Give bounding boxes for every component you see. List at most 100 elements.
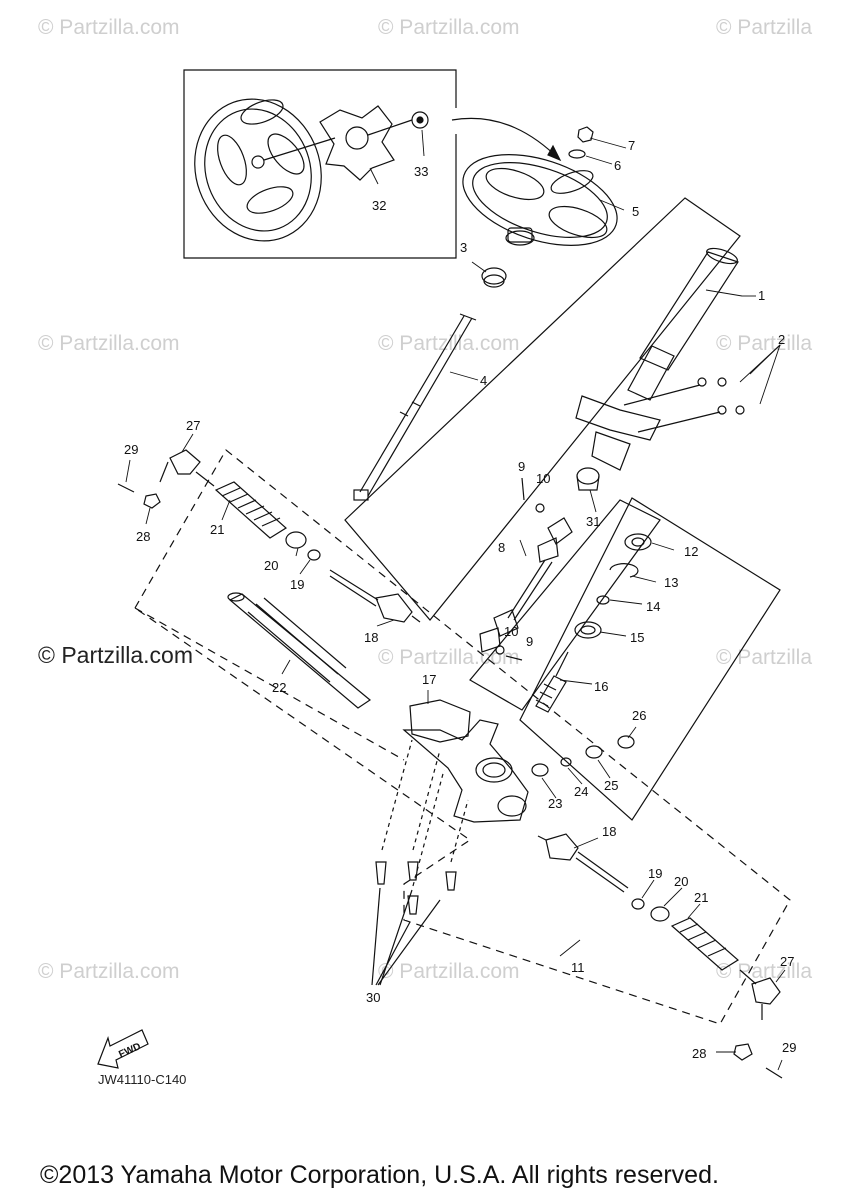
- callout-28-b: 28: [692, 1046, 706, 1061]
- nut-10-bottom: [495, 645, 505, 655]
- bracket-2: [575, 377, 745, 471]
- bolts-30: [371, 739, 469, 986]
- inset-box: [183, 69, 562, 259]
- copyright-notice: ©2013 Yamaha Motor Corporation, U.S.A. A…: [40, 1161, 719, 1189]
- washer-20-bottom: [650, 906, 670, 922]
- callout-23: 23: [548, 796, 562, 811]
- callout-20-b: 20: [674, 874, 688, 889]
- callout-25: 25: [604, 778, 618, 793]
- watermark: © Partzilla.com: [378, 332, 520, 355]
- callout-27-b: 27: [780, 954, 794, 969]
- callout-24: 24: [574, 784, 588, 799]
- callout-21: 21: [210, 522, 224, 537]
- ring-14: [596, 595, 610, 605]
- nut-10-top: [535, 503, 545, 513]
- oil-seal-12: [624, 533, 652, 551]
- callout-31: 31: [586, 514, 600, 529]
- callout-22: 22: [272, 680, 286, 695]
- callout-19-b: 19: [648, 866, 662, 881]
- callouts: 1 2 3 4 5 6 7 8 9 10 11 12 13 14 15 16 1…: [124, 138, 796, 1061]
- nut-28-top: [143, 493, 161, 509]
- watermark: © Partzilla.com: [378, 960, 520, 983]
- callout-29-b: 29: [782, 1040, 796, 1055]
- rack-22: [227, 592, 372, 709]
- callout-1: 1: [758, 288, 765, 303]
- emblem-33: [411, 111, 429, 129]
- callout-30: 30: [366, 990, 380, 1005]
- bolt-9-top: [521, 477, 525, 501]
- bearing-15: [574, 621, 602, 639]
- callout-27: 27: [186, 418, 200, 433]
- column-frame: [344, 197, 741, 621]
- washer-20-top: [285, 531, 307, 549]
- rack-housing-17: [402, 699, 529, 823]
- watermark: © Partzilla: [716, 16, 812, 39]
- callout-19: 19: [290, 577, 304, 592]
- callout-33: 33: [414, 164, 428, 179]
- bushing-31: [576, 467, 600, 491]
- adjuster-25: [585, 745, 603, 759]
- callout-2: 2: [778, 332, 785, 347]
- pin-29-bottom: [765, 1067, 783, 1079]
- bolt-9-bottom: [505, 655, 523, 661]
- watermark: © Partzilla: [716, 332, 812, 355]
- callout-29: 29: [124, 442, 138, 457]
- callout-4: 4: [480, 373, 487, 388]
- callout-11: 11: [571, 960, 585, 975]
- fwd-arrow-icon: [97, 1029, 149, 1069]
- tie-rod-18-bottom: [537, 833, 629, 893]
- watermark: © Partzilla.com: [38, 960, 180, 983]
- bushing-3: [481, 267, 507, 288]
- spring-24: [560, 757, 572, 767]
- column-tube-1: [627, 247, 739, 401]
- center-cover-32: [319, 105, 413, 181]
- washer-6: [568, 149, 586, 159]
- watermark: © Partzilla.com: [38, 332, 180, 355]
- nut-7: [577, 126, 594, 143]
- steering-shaft-4: [353, 313, 477, 501]
- callout-8: 8: [498, 540, 505, 555]
- spacer-23: [531, 763, 549, 777]
- callout-3: 3: [460, 240, 467, 255]
- callout-32: 32: [372, 198, 386, 213]
- watermark: © Partzilla.com: [378, 16, 520, 39]
- callout-6: 6: [614, 158, 621, 173]
- nut-28-bottom: [733, 1043, 753, 1061]
- callout-9-b: 9: [526, 634, 533, 649]
- pinion-16: [535, 651, 569, 713]
- callout-10-b: 10: [504, 624, 518, 639]
- callout-21-b: 21: [694, 890, 708, 905]
- boot-21-top: [214, 481, 287, 539]
- callout-15: 15: [630, 630, 644, 645]
- callout-13: 13: [664, 575, 678, 590]
- watermark: © Partzilla.com: [38, 16, 180, 39]
- pinion-box: [469, 497, 781, 821]
- tie-rod-18-top: [329, 569, 421, 623]
- callout-18-b: 18: [602, 824, 616, 839]
- callout-20: 20: [264, 558, 278, 573]
- tie-rod-end-27-bottom: [739, 969, 781, 1020]
- callout-17: 17: [422, 672, 436, 687]
- callout-14: 14: [646, 599, 660, 614]
- tie-rod-end-27-top: [159, 449, 215, 487]
- callout-18: 18: [364, 630, 378, 645]
- boot-21-bottom: [670, 917, 740, 971]
- steering-wheel-5: [462, 154, 618, 246]
- callout-5: 5: [632, 204, 639, 219]
- inset-steering-wheel: [194, 98, 336, 242]
- callout-28: 28: [136, 529, 150, 544]
- bushing-19-bottom: [631, 898, 645, 910]
- leader-lines: [125, 129, 786, 1071]
- callout-26: 26: [632, 708, 646, 723]
- callout-12: 12: [684, 544, 698, 559]
- rack-box: [134, 449, 791, 1025]
- diagram-code: JW41110-C140: [98, 1072, 187, 1087]
- callout-7: 7: [628, 138, 635, 153]
- locknut-26: [617, 735, 635, 749]
- bushing-19-top: [307, 549, 321, 561]
- pin-29-top: [117, 483, 135, 493]
- joint-shaft-8: [479, 517, 573, 653]
- circlip-13: [609, 563, 639, 578]
- partzilla-watermark: © Partzilla.com: [38, 642, 193, 668]
